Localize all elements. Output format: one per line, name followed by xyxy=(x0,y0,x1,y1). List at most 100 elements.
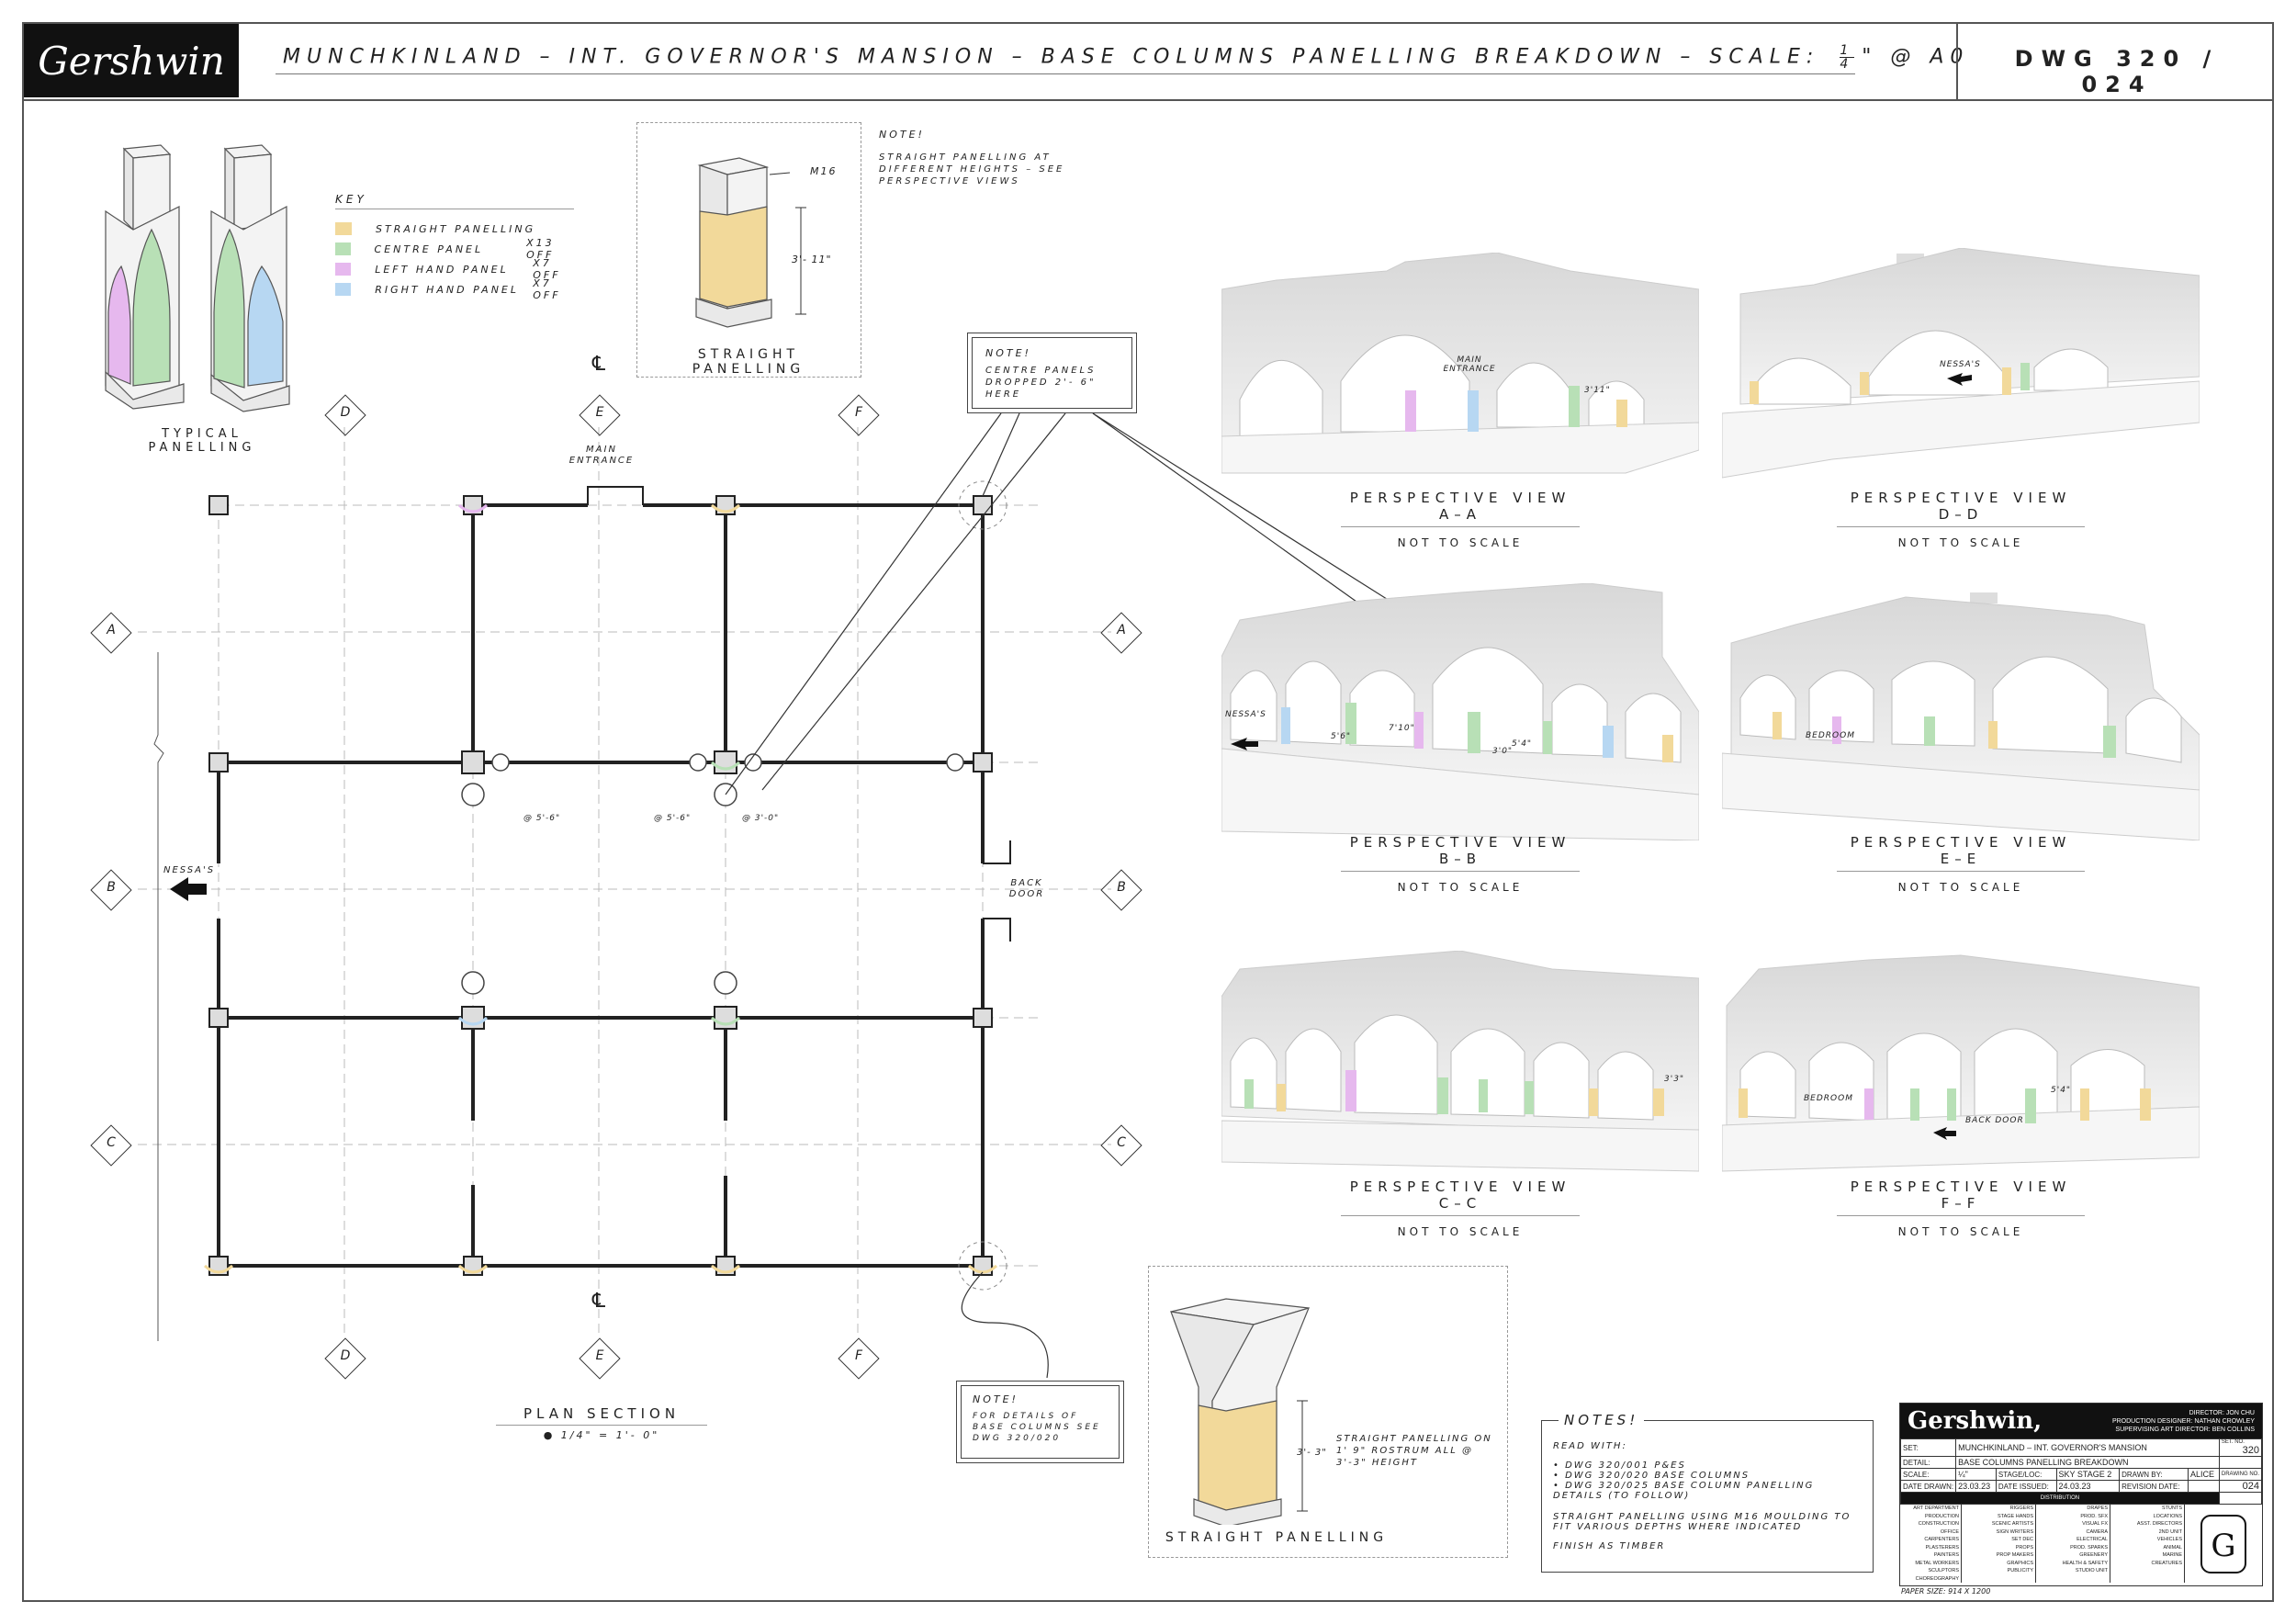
notes-line-2: STRAIGHT PANELLING USING M16 MOULDING TO… xyxy=(1553,1512,1851,1532)
dist-item: MARINE xyxy=(2162,1552,2182,1558)
tb-row-scale: SCALE: ¼" STAGE/LOC: SKY STAGE 2 DRAWN B… xyxy=(1899,1468,2263,1481)
grid-label-f-top: F xyxy=(854,405,863,420)
tb-row-date: DATE DRAWN: 23.03.23 DATE ISSUED: 24.03.… xyxy=(1899,1480,2263,1493)
tb-stage-value: SKY STAGE 2 xyxy=(2055,1468,2121,1481)
tb-distribution-blank xyxy=(2218,1492,2263,1505)
tb-stage-label: STAGE/LOC: xyxy=(1995,1468,2057,1481)
view-b-tag-5: 5'4" xyxy=(1512,739,1533,749)
dist-item: ELECTRICAL xyxy=(2077,1537,2108,1542)
perspective-view-a-a xyxy=(1221,253,1699,474)
key-label: STRAIGHT PANELLING xyxy=(376,222,536,235)
plan-section-title: PLAN SECTION xyxy=(496,1405,707,1426)
title-block-header: Gershwin, DIRECTOR: JON CHU PRODUCTION D… xyxy=(1900,1404,2262,1438)
straight-panelling-box-bottom xyxy=(1148,1266,1508,1558)
tb-revision-value xyxy=(2187,1480,2220,1493)
dist-item: PRODUCTION xyxy=(1925,1513,1959,1519)
view-b-title-block: PERSPECTIVE VIEW B–B NOT TO SCALE xyxy=(1341,834,1580,894)
page-title-text: MUNCHKINLAND – INT. GOVERNOR'S MANSION –… xyxy=(283,45,1820,69)
tb-drawingno-value: 024 xyxy=(2218,1480,2263,1493)
typical-panelling-label: TYPICAL PANELLING xyxy=(148,427,256,455)
key-item-straight: STRAIGHT PANELLING xyxy=(335,219,583,239)
perspective-view-d-d xyxy=(1722,248,2200,479)
key-count: X7 OFF xyxy=(533,257,561,281)
tb-drawingno-label: DRAWING NO. xyxy=(2221,1472,2259,1477)
key-label: CENTRE PANEL xyxy=(374,242,484,255)
grid-label-c-left: C xyxy=(107,1135,116,1150)
logo: Gershwin xyxy=(24,24,239,97)
tb-detail-label: DETAIL: xyxy=(1899,1456,1957,1469)
note-bottom-title: NOTE! xyxy=(973,1393,1019,1405)
dist-item: LOCATIONS xyxy=(2153,1513,2182,1519)
m16-label: M16 xyxy=(810,165,838,177)
view-a-tag-1: MAIN ENTRANCE xyxy=(1443,355,1496,374)
perspective-view-f-f xyxy=(1722,954,2200,1172)
grid-label-f-bottom: F xyxy=(854,1348,863,1363)
view-b-tag-2: 5'6" xyxy=(1331,732,1352,741)
title-block-emblem: G xyxy=(2185,1505,2262,1583)
grid-label-b-left: B xyxy=(107,880,116,895)
dist-item: 2ND UNIT xyxy=(2158,1528,2182,1535)
drawing-number: DWG 320 / 024 xyxy=(2014,46,2220,97)
title-block-credits: DIRECTOR: JON CHU PRODUCTION DESIGNER: N… xyxy=(2112,1409,2255,1434)
view-d-sub: NOT TO SCALE xyxy=(1897,536,2024,549)
dist-item: METAL WORKERS xyxy=(1915,1560,1959,1566)
nessas-label-plan: NESSA'S xyxy=(163,865,216,875)
note-centre-box: NOTE! CENTRE PANELS DROPPED 2'- 6" HERE xyxy=(967,333,1137,413)
straight-panelling-column-top xyxy=(695,157,806,328)
key-item-left: LEFT HAND PANEL X7 OFF xyxy=(335,257,583,281)
straight-bottom-dim: 3'- 3" xyxy=(1297,1448,1327,1458)
dist-item: ASST. DIRECTORS xyxy=(2136,1521,2182,1527)
notes-box: NOTES! READ WITH: • DWG 320/001 P&ES • D… xyxy=(1541,1412,1874,1573)
note-centre-title: NOTE! xyxy=(985,347,1031,359)
view-b-sub: NOT TO SCALE xyxy=(1397,881,1524,894)
centreline-top: ℄ xyxy=(590,353,608,376)
view-f-tag-2: BACK DOOR xyxy=(1965,1116,2024,1125)
key-label: RIGHT HAND PANEL xyxy=(375,283,520,296)
dist-item: VEHICLES xyxy=(2156,1537,2182,1542)
key-item-right: RIGHT HAND PANEL X7 OFF xyxy=(335,277,583,301)
scale-fraction: 1 4 xyxy=(1840,43,1855,71)
tb-row-set: SET: MUNCHKINLAND – INT. GOVERNOR'S MANS… xyxy=(1899,1438,2263,1457)
perspective-view-b-b xyxy=(1221,583,1699,840)
dist-item: PROD. SPARKS xyxy=(2070,1544,2108,1551)
view-a-sub: NOT TO SCALE xyxy=(1397,536,1524,549)
view-f-title: PERSPECTIVE VIEW F–F xyxy=(1837,1179,2085,1216)
plan-dim-3: @ 3'-0" xyxy=(742,814,780,823)
dist-item: VISUAL FX xyxy=(2082,1521,2108,1527)
note-centre-inner: NOTE! CENTRE PANELS DROPPED 2'- 6" HERE xyxy=(972,337,1132,409)
swatch-right xyxy=(335,283,352,296)
key-item-centre: CENTRE PANEL X13 OFF xyxy=(335,237,583,261)
view-c-tag-1: 3'3" xyxy=(1664,1075,1685,1084)
dist-item: PROP MAKERS xyxy=(1996,1552,2033,1558)
view-f-tag-1: BEDROOM xyxy=(1804,1094,1853,1103)
straight-panelling-column-bottom xyxy=(1170,1298,1311,1525)
tb-blank xyxy=(2218,1456,2263,1469)
view-f-sub: NOT TO SCALE xyxy=(1897,1225,2024,1238)
distribution-grid: ART DEPARTMENT PRODUCTION CONSTRUCTION O… xyxy=(1900,1505,2262,1583)
notes-item-3: • DWG 320/025 BASE COLUMN PANELLING DETA… xyxy=(1553,1481,1815,1501)
plan-walls xyxy=(217,503,985,1268)
dist-item: STUNTS xyxy=(2162,1506,2182,1511)
page-title: MUNCHKINLAND – INT. GOVERNOR'S MANSION –… xyxy=(283,44,1969,71)
straight-bottom-label: STRAIGHT PANELLING xyxy=(1165,1530,1389,1545)
scale-numerator: 1 xyxy=(1840,43,1855,58)
title-underline xyxy=(276,73,1855,74)
dist-item: CREATURES xyxy=(2151,1560,2182,1566)
dist-item: SCENIC ARTISTS xyxy=(1991,1521,2033,1527)
view-c-title-block: PERSPECTIVE VIEW C–C NOT TO SCALE xyxy=(1341,1179,1580,1238)
tb-set-label: SET: xyxy=(1899,1438,1957,1457)
paper-size: PAPER SIZE: 914 X 1200 xyxy=(1901,1587,1991,1596)
view-d-title-block: PERSPECTIVE VIEW D–D NOT TO SCALE xyxy=(1837,490,2085,549)
tb-drawn-label: DRAWN BY: xyxy=(2119,1468,2189,1481)
view-f-tag-3: 5'4" xyxy=(2051,1086,2072,1095)
dwg-divider xyxy=(1956,22,1958,99)
perspective-view-c-c xyxy=(1221,951,1699,1172)
note-top-title: NOTE! xyxy=(879,129,925,141)
dist-item: ANIMAL xyxy=(2163,1544,2182,1551)
swatch-straight xyxy=(335,222,352,235)
grid-label-d-bottom: D xyxy=(340,1348,351,1363)
dist-item: GRAPHICS xyxy=(2007,1560,2033,1566)
dist-item: STAGE HANDS xyxy=(1997,1513,2033,1519)
note-bottom-text: FOR DETAILS OF BASE COLUMNS SEE DWG 320/… xyxy=(973,1412,1101,1443)
tb-date-value: 23.03.23 xyxy=(1955,1480,1997,1493)
